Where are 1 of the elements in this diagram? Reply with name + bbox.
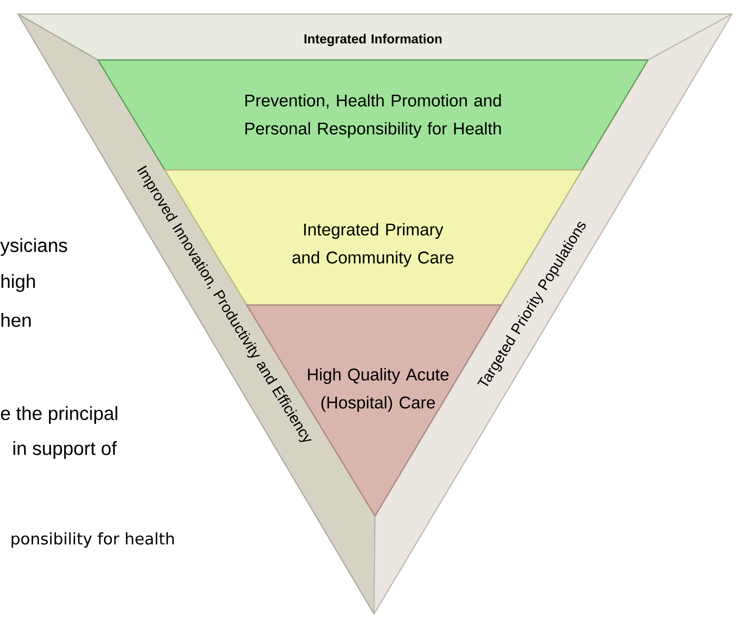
band: Integrated Information xyxy=(17,13,733,61)
